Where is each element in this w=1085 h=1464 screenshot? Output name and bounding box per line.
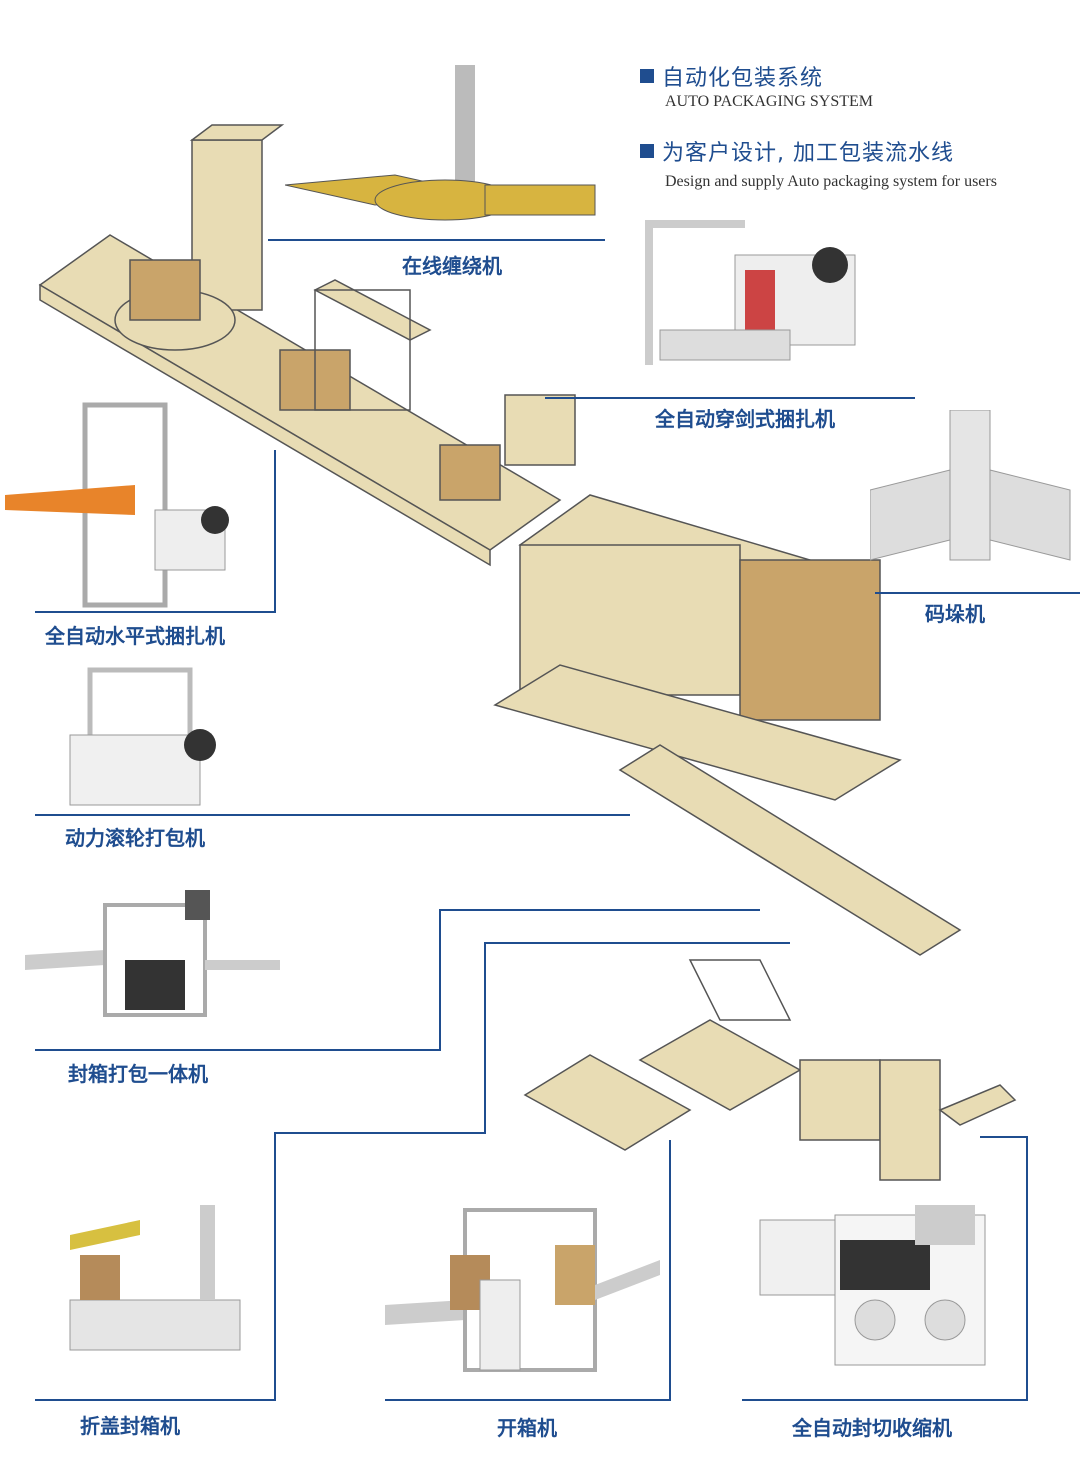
label-fold-sealer: 折盖封箱机	[80, 1414, 180, 1438]
case-erector-photo	[385, 1208, 660, 1372]
header-subtitle: 为客户设计, 加工包装流水线	[640, 135, 954, 167]
bullet-square-icon	[640, 69, 654, 83]
fold-sealer-photo	[69, 1205, 241, 1351]
arch-strapping-photo	[645, 220, 856, 365]
shrink-wrapper-photo	[759, 1205, 986, 1366]
horizontal-strapping-photo	[5, 402, 229, 608]
palletizer-photo	[870, 410, 1071, 561]
label-arch-strapping: 全自动穿剑式捆扎机	[655, 407, 835, 431]
header-subtitle-en: Design and supply Auto packaging system …	[665, 173, 997, 190]
header-title: 自动化包装系统	[640, 60, 823, 92]
label-horizontal-strapping: 全自动水平式捆扎机	[45, 624, 225, 648]
label-seal-strap-combo: 封箱打包一体机	[68, 1062, 208, 1086]
label-roller-strapping: 动力滚轮打包机	[65, 826, 205, 850]
header-title-en: AUTO PACKAGING SYSTEM	[665, 93, 874, 110]
inline-wrapper-photo	[285, 65, 596, 221]
label-case-erector: 开箱机	[497, 1416, 557, 1440]
bullet-square-icon	[640, 144, 654, 158]
seal-strap-combo-photo	[25, 890, 280, 1017]
label-shrink-wrapper: 全自动封切收缩机	[792, 1416, 952, 1440]
label-inline-wrapper: 在线缠绕机	[402, 254, 502, 278]
roller-strapping-photo	[69, 667, 216, 806]
label-palletizer: 码垛机	[925, 602, 985, 626]
